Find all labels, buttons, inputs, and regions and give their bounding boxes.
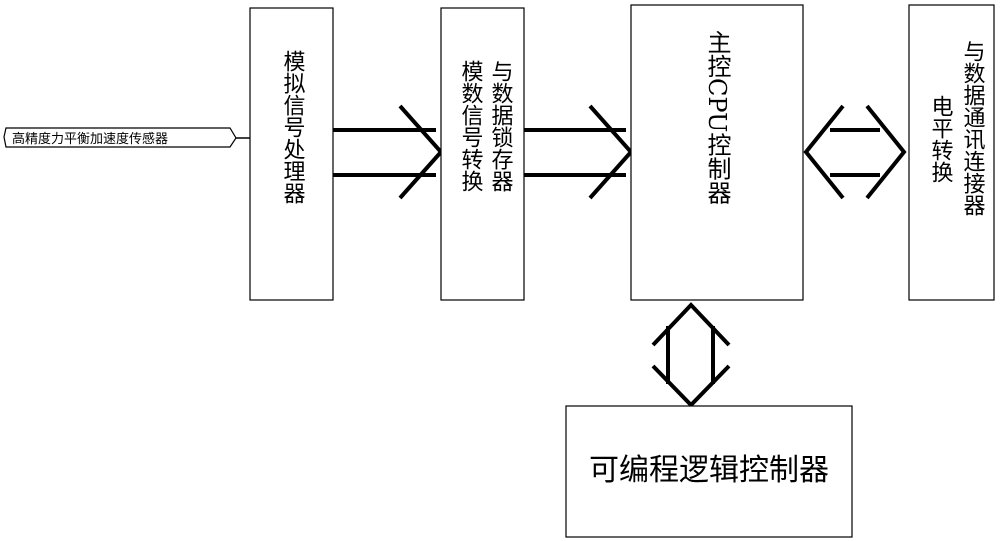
adc-latch-box: [440, 7, 525, 301]
arrow-adc-to-cpu: [524, 104, 634, 200]
adc-latch-block: 模数信号转换 与数据锁存器: [440, 7, 525, 301]
analog-processor-box: [249, 7, 334, 301]
plc-block: 可编程逻辑控制器: [565, 405, 853, 538]
cpu-controller-block: 主控CPU控制器: [630, 4, 804, 301]
plc-label: 可编程逻辑控制器: [589, 453, 829, 488]
cpu-controller-label: 主控CPU控制器: [703, 30, 731, 204]
level-comm-label-line2: 与数据通讯连接器: [960, 40, 986, 216]
cpu-controller-box: [630, 4, 804, 301]
level-comm-label-line1: 电平转换: [928, 95, 954, 183]
arrow-cpu-plc: [651, 302, 731, 408]
level-comm-block: 电平转换 与数据通讯连接器: [908, 4, 995, 301]
level-comm-box: [908, 4, 995, 301]
adc-latch-label-line1: 模数信号转换: [458, 60, 484, 192]
plc-box: [565, 405, 853, 538]
adc-latch-label-line2: 与数据锁存器: [488, 60, 514, 192]
analog-processor-block: 模拟信号处理器: [249, 7, 334, 301]
sensor-label: 高精度力平衡加速度传感器: [12, 131, 168, 147]
sensor-input: 高精度力平衡加速度传感器: [3, 127, 250, 148]
arrow-processor-to-adc: [333, 104, 444, 200]
arrow-cpu-level-comm: [803, 104, 907, 200]
analog-processor-label: 模拟信号处理器: [280, 50, 306, 204]
